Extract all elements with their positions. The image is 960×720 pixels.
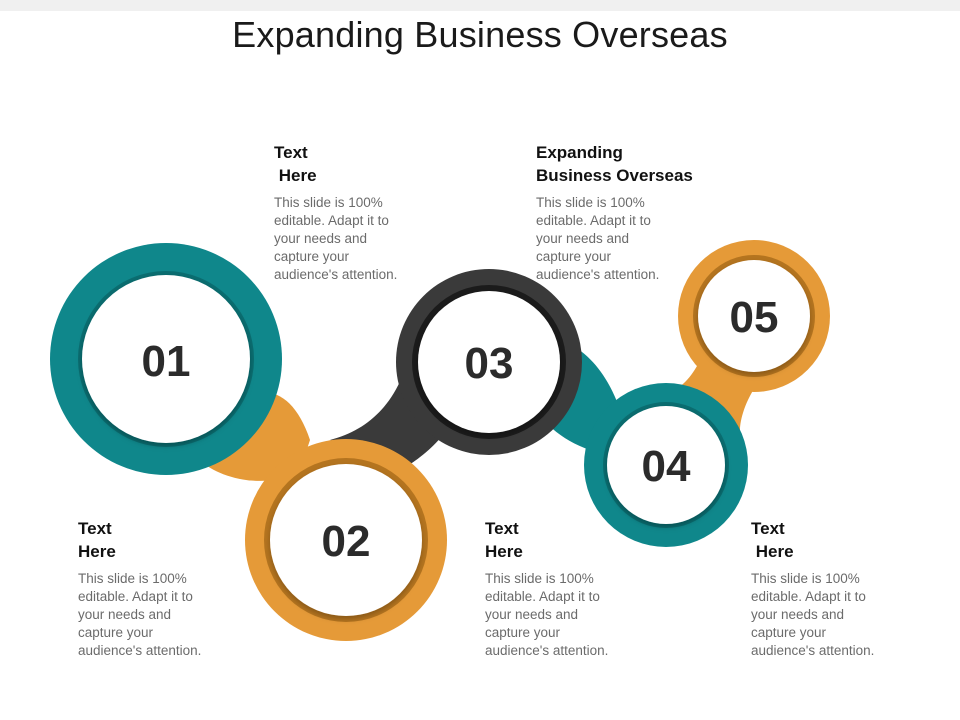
text-block-bottom-center: Text Here This slide is 100% editable. A… bbox=[485, 517, 635, 660]
step-03-number: 03 bbox=[465, 339, 514, 388]
step-02-number: 02 bbox=[322, 517, 371, 566]
step-03: 03 bbox=[396, 269, 582, 455]
text-block-body: This slide is 100% editable. Adapt it to… bbox=[485, 571, 609, 658]
text-block-body: This slide is 100% editable. Adapt it to… bbox=[78, 571, 202, 658]
text-block-body: This slide is 100% editable. Adapt it to… bbox=[751, 571, 875, 658]
slide-title: Expanding Business Overseas bbox=[232, 14, 728, 55]
step-04: 04 bbox=[584, 383, 748, 547]
text-block-bottom-right: Text Here This slide is 100% editable. A… bbox=[751, 517, 901, 660]
step-02-face bbox=[270, 464, 422, 616]
text-block-heading: Text Here bbox=[485, 519, 523, 561]
text-block-top-left: Text Here This slide is 100% editable. A… bbox=[274, 141, 424, 284]
top-bar bbox=[0, 0, 960, 11]
step-03-face bbox=[418, 291, 560, 433]
text-block-body: This slide is 100% editable. Adapt it to… bbox=[536, 195, 660, 282]
text-block-heading: Expanding Business Overseas bbox=[536, 143, 693, 185]
step-01-face bbox=[82, 275, 250, 443]
step-04-face bbox=[607, 406, 725, 524]
text-block-heading: Text Here bbox=[751, 519, 794, 561]
step-04-number: 04 bbox=[642, 442, 691, 491]
step-01: 01 bbox=[50, 243, 282, 475]
text-block-heading: Text Here bbox=[78, 519, 116, 561]
text-block-bottom-left: Text Here This slide is 100% editable. A… bbox=[78, 517, 228, 660]
step-05-number: 05 bbox=[730, 293, 779, 342]
step-05-face bbox=[698, 260, 810, 372]
step-01-number: 01 bbox=[142, 337, 191, 386]
text-block-heading: Text Here bbox=[274, 143, 317, 185]
step-02: 02 bbox=[245, 439, 447, 641]
step-05: 05 bbox=[678, 240, 830, 392]
text-block-top-right: Expanding Business Overseas This slide i… bbox=[536, 141, 726, 284]
text-block-body: This slide is 100% editable. Adapt it to… bbox=[274, 195, 398, 282]
